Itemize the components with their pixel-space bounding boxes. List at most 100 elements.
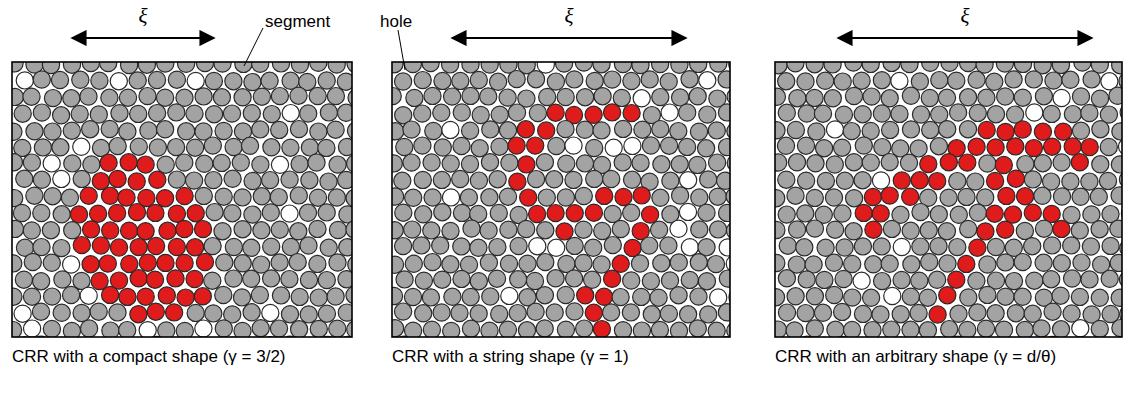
segment xyxy=(1005,273,1022,290)
segment xyxy=(290,187,307,204)
segment xyxy=(604,237,621,254)
segment xyxy=(500,255,517,272)
segment xyxy=(215,320,232,337)
segment xyxy=(787,62,804,72)
segment xyxy=(460,189,477,206)
crr-segment xyxy=(1025,140,1042,157)
segment xyxy=(271,88,288,105)
segment xyxy=(594,222,611,239)
segment xyxy=(405,255,422,272)
segment xyxy=(168,139,185,156)
segment xyxy=(950,104,967,121)
segment xyxy=(1014,288,1031,305)
segment xyxy=(244,206,261,223)
segment xyxy=(892,306,909,323)
segment xyxy=(873,105,890,122)
segment xyxy=(557,189,574,206)
segment xyxy=(499,188,516,205)
segment xyxy=(575,187,592,204)
segment xyxy=(490,204,507,221)
segment xyxy=(690,254,707,271)
segment xyxy=(214,223,231,240)
segment xyxy=(652,89,669,106)
segment xyxy=(1110,220,1122,237)
panel-frame xyxy=(392,62,730,337)
segment xyxy=(593,256,610,273)
hole xyxy=(195,320,212,337)
segment-field xyxy=(12,62,352,337)
segment xyxy=(527,303,544,320)
segment xyxy=(634,121,651,138)
segment xyxy=(404,288,421,305)
segment xyxy=(604,205,621,222)
segment xyxy=(281,306,298,323)
segment xyxy=(310,289,327,306)
hole xyxy=(442,121,459,138)
segment xyxy=(651,221,668,238)
segment xyxy=(23,154,40,171)
segment xyxy=(826,286,843,303)
segment xyxy=(291,321,308,337)
crr-segment xyxy=(1071,154,1088,171)
segment xyxy=(442,155,459,172)
segment xyxy=(623,204,640,221)
segment xyxy=(15,271,32,288)
crr-segment xyxy=(612,255,629,272)
segment xyxy=(978,89,995,106)
segment xyxy=(148,71,165,88)
crr-segment xyxy=(137,156,154,173)
crr-segment xyxy=(146,271,163,288)
segment xyxy=(392,88,401,105)
segment xyxy=(845,154,862,171)
segment xyxy=(825,189,842,206)
segment xyxy=(537,222,554,239)
segment xyxy=(834,205,851,222)
segment xyxy=(959,321,976,337)
segment xyxy=(206,204,223,221)
segment xyxy=(139,88,156,105)
crr-segment xyxy=(92,173,109,190)
segment xyxy=(233,289,250,306)
segment xyxy=(1072,88,1089,105)
segment xyxy=(73,304,90,321)
segment xyxy=(960,89,977,106)
segment xyxy=(176,154,193,171)
segment xyxy=(301,172,318,189)
segment xyxy=(662,172,679,189)
segment xyxy=(575,221,592,238)
segment xyxy=(698,273,715,290)
crr-segment xyxy=(978,121,995,138)
segment xyxy=(902,121,919,138)
hole xyxy=(680,172,697,189)
segment xyxy=(63,286,80,303)
segment xyxy=(565,171,582,188)
segment xyxy=(836,239,853,256)
segment xyxy=(863,289,880,306)
segment xyxy=(63,90,80,107)
segment xyxy=(320,104,337,121)
segment xyxy=(338,104,353,121)
segment xyxy=(931,72,948,89)
crr-segment xyxy=(1024,204,1041,221)
hole xyxy=(719,239,730,256)
segment xyxy=(64,222,81,239)
segment xyxy=(406,89,423,106)
segment xyxy=(816,271,833,288)
segment xyxy=(434,271,451,288)
crr-segment xyxy=(987,172,1004,189)
segment xyxy=(1034,187,1051,204)
segment xyxy=(308,154,325,171)
segment xyxy=(16,170,33,187)
segment xyxy=(718,139,730,156)
segment xyxy=(508,104,525,121)
segment xyxy=(922,121,939,138)
segment xyxy=(392,320,404,337)
segment xyxy=(546,304,563,321)
crr-segment xyxy=(167,270,184,287)
crr-segment xyxy=(187,239,204,256)
segment xyxy=(213,154,230,171)
crr-segment xyxy=(1007,138,1024,155)
segment xyxy=(452,170,469,187)
segment xyxy=(787,187,804,204)
segment xyxy=(423,321,440,337)
